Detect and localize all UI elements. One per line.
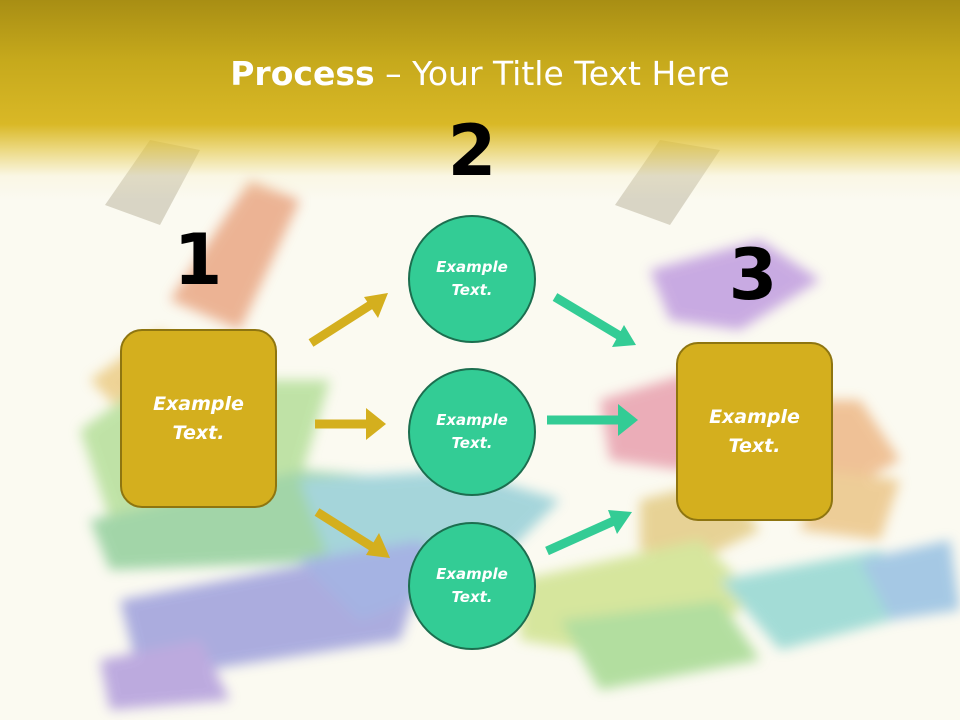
title-bar [0,0,960,200]
arrow-top-to-3 [552,293,636,347]
step-2-circle-top: Example Text. [408,215,536,343]
arrow-bottom-to-3 [545,510,632,556]
step-3-number: 3 [728,234,778,316]
step-1-number: 1 [173,219,223,301]
slide-title-bold: Process [230,54,375,93]
step-1-text: Example Text. [153,392,244,444]
arrow-middle-to-3 [547,404,638,436]
slide-title: Process – Your Title Text Here [0,54,960,93]
step-3-box: Example Text. [676,342,833,521]
step-3-text: Example Text. [709,405,800,457]
arrow-1-to-middle [315,408,386,440]
step-2-number: 2 [447,110,497,192]
arrow-1-to-top [308,293,388,347]
step-2-circle-middle-text: Example Text. [436,411,508,452]
step-1-box: Example Text. [120,329,277,508]
step-2-circle-bottom-text: Example Text. [436,565,508,606]
slide-title-rest: – Your Title Text Here [374,54,730,93]
step-2-circle-top-text: Example Text. [436,258,508,299]
step-2-circle-middle: Example Text. [408,368,536,496]
arrow-1-to-bottom [314,508,390,558]
step-2-circle-bottom: Example Text. [408,522,536,650]
